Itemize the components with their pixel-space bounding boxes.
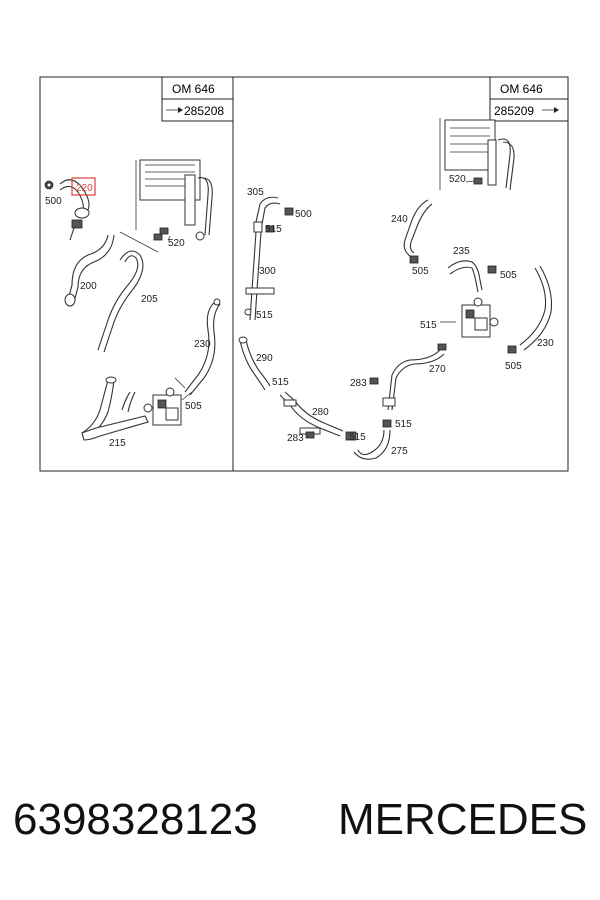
hose-230-right (519, 265, 553, 351)
label-515-e: 515 (395, 419, 412, 430)
label-305: 305 (247, 187, 264, 198)
label-230-right: 230 (537, 338, 554, 349)
right-ref-label: 285209 (494, 104, 534, 118)
hose-275 (353, 429, 391, 460)
hose-220 (59, 179, 90, 241)
parts-diagram: OM 646 285208 500 22 (39, 76, 569, 472)
pipe-270 (382, 343, 447, 411)
label-515-c: 515 (272, 377, 289, 388)
label-515-f: 515 (420, 320, 437, 331)
label-515-d: 515 (349, 432, 366, 443)
label-505-a: 505 (412, 266, 429, 277)
label-300: 300 (259, 266, 276, 277)
right-ref-box (489, 98, 569, 122)
hose-290 (238, 336, 271, 391)
label-283-a: 283 (287, 433, 304, 444)
label-505-c: 505 (505, 361, 522, 372)
left-ref-label: 285208 (184, 104, 224, 118)
label-235: 235 (453, 246, 470, 257)
label-220: 220 (76, 183, 93, 194)
diagram-frame (39, 76, 569, 472)
label-520-right: 520 (449, 174, 466, 185)
label-240: 240 (391, 214, 408, 225)
label-230-left: 230 (194, 339, 211, 350)
label-505-b: 505 (500, 270, 517, 281)
hose-215 (81, 376, 149, 441)
hose-230-left (184, 298, 221, 396)
label-270: 270 (429, 364, 446, 375)
label-215: 215 (109, 438, 126, 449)
radiator-right (439, 118, 515, 191)
highlight-box-220 (71, 177, 96, 196)
label-515-a: 515 (265, 224, 282, 235)
footer: 6398328123 MERCEDES (0, 795, 600, 865)
label-505-left: 505 (185, 401, 202, 412)
valve-unit-left (143, 377, 193, 426)
pipe-300 (244, 221, 275, 321)
label-205: 205 (141, 294, 158, 305)
right-engine-label: OM 646 (500, 82, 543, 96)
label-280: 280 (312, 407, 329, 418)
valve-unit-right (440, 297, 499, 338)
label-290: 290 (256, 353, 273, 364)
hose-305 (255, 196, 281, 225)
hose-240 (403, 199, 433, 257)
left-engine-label: OM 646 (172, 82, 215, 96)
hose-205 (97, 250, 144, 353)
left-ref-box (161, 98, 234, 122)
hose-235 (447, 260, 496, 293)
hose-200 (64, 234, 115, 307)
label-275: 275 (391, 446, 408, 457)
left-panel: OM 646 285208 500 22 (44, 76, 234, 449)
label-283-b: 283 (350, 378, 367, 389)
label-500-left: 500 (45, 196, 62, 207)
label-520-left: 520 (168, 238, 185, 249)
brand-name: MERCEDES (338, 795, 588, 844)
label-500-right: 500 (295, 209, 312, 220)
label-515-b: 515 (256, 310, 273, 321)
label-200: 200 (80, 281, 97, 292)
radiator-left (135, 159, 213, 241)
part-number: 6398328123 (13, 795, 258, 844)
right-panel: OM 646 285209 520 240 505 (238, 76, 569, 460)
